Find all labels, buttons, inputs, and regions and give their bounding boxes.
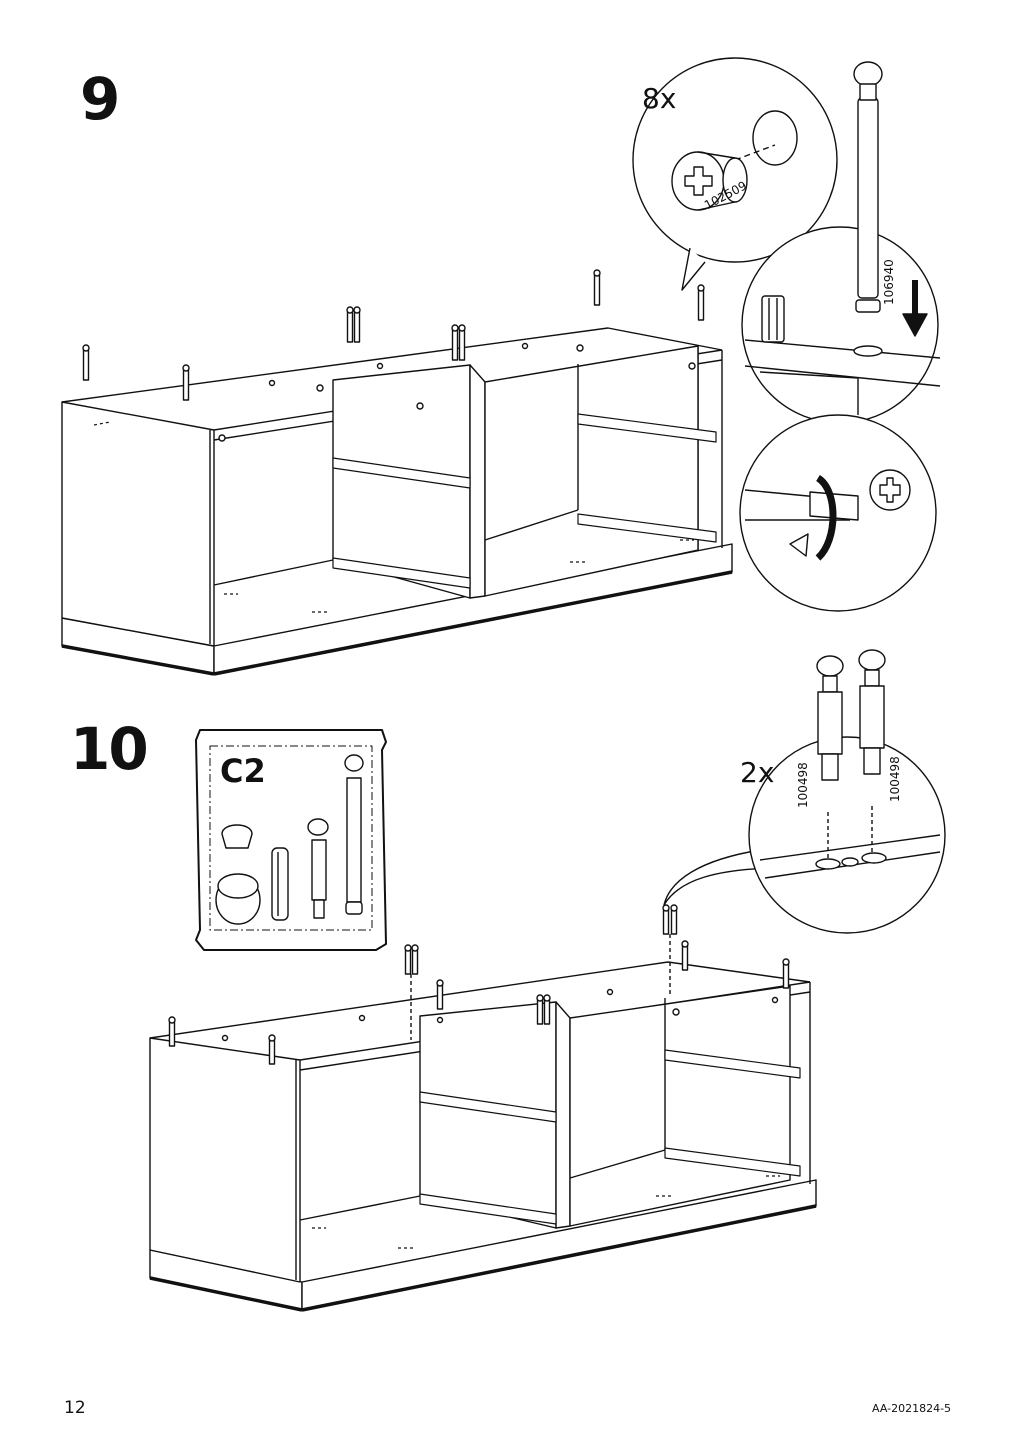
detail-cam-lock bbox=[632, 57, 846, 291]
step10-cabinet bbox=[149, 904, 817, 1312]
step-number-9: 9 bbox=[80, 65, 120, 133]
cam-quantity-label: 8x bbox=[642, 82, 677, 115]
step-number-10: 10 bbox=[70, 715, 149, 783]
bag-label: C2 bbox=[220, 752, 266, 790]
long-screw-106940 bbox=[853, 61, 883, 313]
peg-part-number-right: 100498 bbox=[888, 756, 902, 802]
document-id: AA-2021824-5 bbox=[872, 1402, 952, 1415]
detail-dowel-insert bbox=[741, 226, 941, 424]
page-number: 12 bbox=[64, 1398, 86, 1418]
peg-screws-100498 bbox=[816, 649, 886, 781]
detail-screwdriver-turn bbox=[739, 414, 937, 612]
peg-part-number-left: 100498 bbox=[796, 762, 810, 808]
peg-quantity-label: 2x bbox=[740, 756, 775, 789]
hardware-bag-c2 bbox=[195, 729, 387, 951]
detail-peg-insert bbox=[663, 736, 946, 934]
dowel-part-number: 106940 bbox=[882, 259, 896, 305]
step9-cabinet bbox=[61, 269, 733, 676]
